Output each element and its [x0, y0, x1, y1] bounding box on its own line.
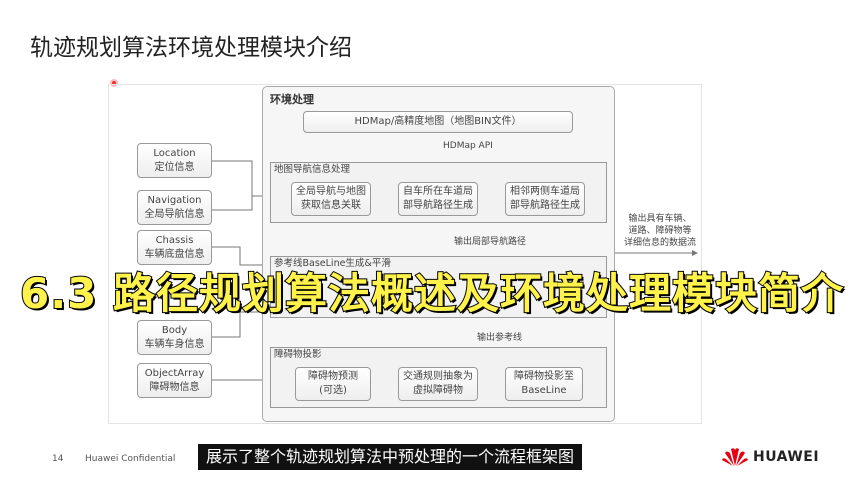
input-chassis: Chassis 车辆底盘信息	[137, 230, 212, 265]
hdmap-box: HDMap/高精度地图（地图BIN文件）	[303, 111, 573, 133]
overlay-title: 6.3 路径规划算法概述及环境处理模块简介	[19, 269, 845, 318]
input-label-en: Location	[153, 147, 196, 159]
input-label-zh: 车辆底盘信息	[144, 248, 205, 260]
nav-group-title: 地图导航信息处理	[274, 164, 351, 175]
input-label-en: ObjectArray	[144, 367, 205, 379]
input-body: Body 车辆车身信息	[137, 320, 212, 355]
obstacle-step-2: 交通规则抽象为 虚拟障碍物	[398, 367, 478, 401]
input-objectarray: ObjectArray 障碍物信息	[137, 363, 212, 398]
pointer-dot-icon	[110, 79, 118, 87]
obstacle-step-1: 障碍物预测 (可选)	[295, 367, 371, 401]
input-label-en: Body	[161, 324, 188, 336]
baseline-group: 参考线BaseLine生成&平滑	[270, 256, 607, 318]
video-subtitle: 展示了整个轨迹规划算法中预处理的一个流程框架图	[198, 444, 583, 470]
huawei-logo: HUAWEI	[722, 447, 819, 467]
slide-title: 轨迹规划算法环境处理模块介绍	[30, 35, 352, 61]
input-label-en: Navigation	[147, 194, 202, 206]
input-label-zh: 车辆车身信息	[144, 338, 205, 350]
obstacle-group-title: 障碍物投影	[274, 349, 322, 360]
input-label-en: Chassis	[155, 234, 194, 246]
nav-step-3: 相邻两侧车道局 部导航路径生成	[505, 182, 585, 216]
nav-output-label: 输出局部导航路径	[454, 237, 527, 247]
input-label-zh: 障碍物信息	[149, 381, 200, 393]
input-label-zh: 全局导航信息	[144, 208, 205, 220]
page-number: 14	[52, 454, 64, 464]
hdmap-api-label: HDMap API	[443, 141, 493, 151]
nav-step-1: 全局导航与地图 获取信息关联	[291, 182, 371, 216]
hdmap-label: HDMap/高精度地图（地图BIN文件）	[354, 116, 522, 127]
huawei-flower-icon	[722, 448, 748, 466]
input-label-zh: 定位信息	[154, 161, 195, 173]
nav-step-2: 自车所在车道局 部导航路径生成	[398, 182, 478, 216]
input-navigation: Navigation 全局导航信息	[137, 190, 212, 225]
confidential-label: Huawei Confidential	[85, 454, 176, 464]
baseline-group-title: 参考线BaseLine生成&平滑	[274, 258, 391, 269]
baseline-output-label: 输出参考线	[477, 333, 523, 343]
input-location: Location 定位信息	[137, 143, 212, 178]
env-title: 环境处理	[270, 93, 314, 106]
obstacle-step-3: 障碍物投影至 BaseLine	[505, 367, 583, 401]
huawei-logo-text: HUAWEI	[753, 449, 820, 465]
diagram-frame	[108, 84, 702, 424]
output-label: 输出具有车辆、 道路、障碍物等 详细信息的数据流	[624, 214, 697, 248]
